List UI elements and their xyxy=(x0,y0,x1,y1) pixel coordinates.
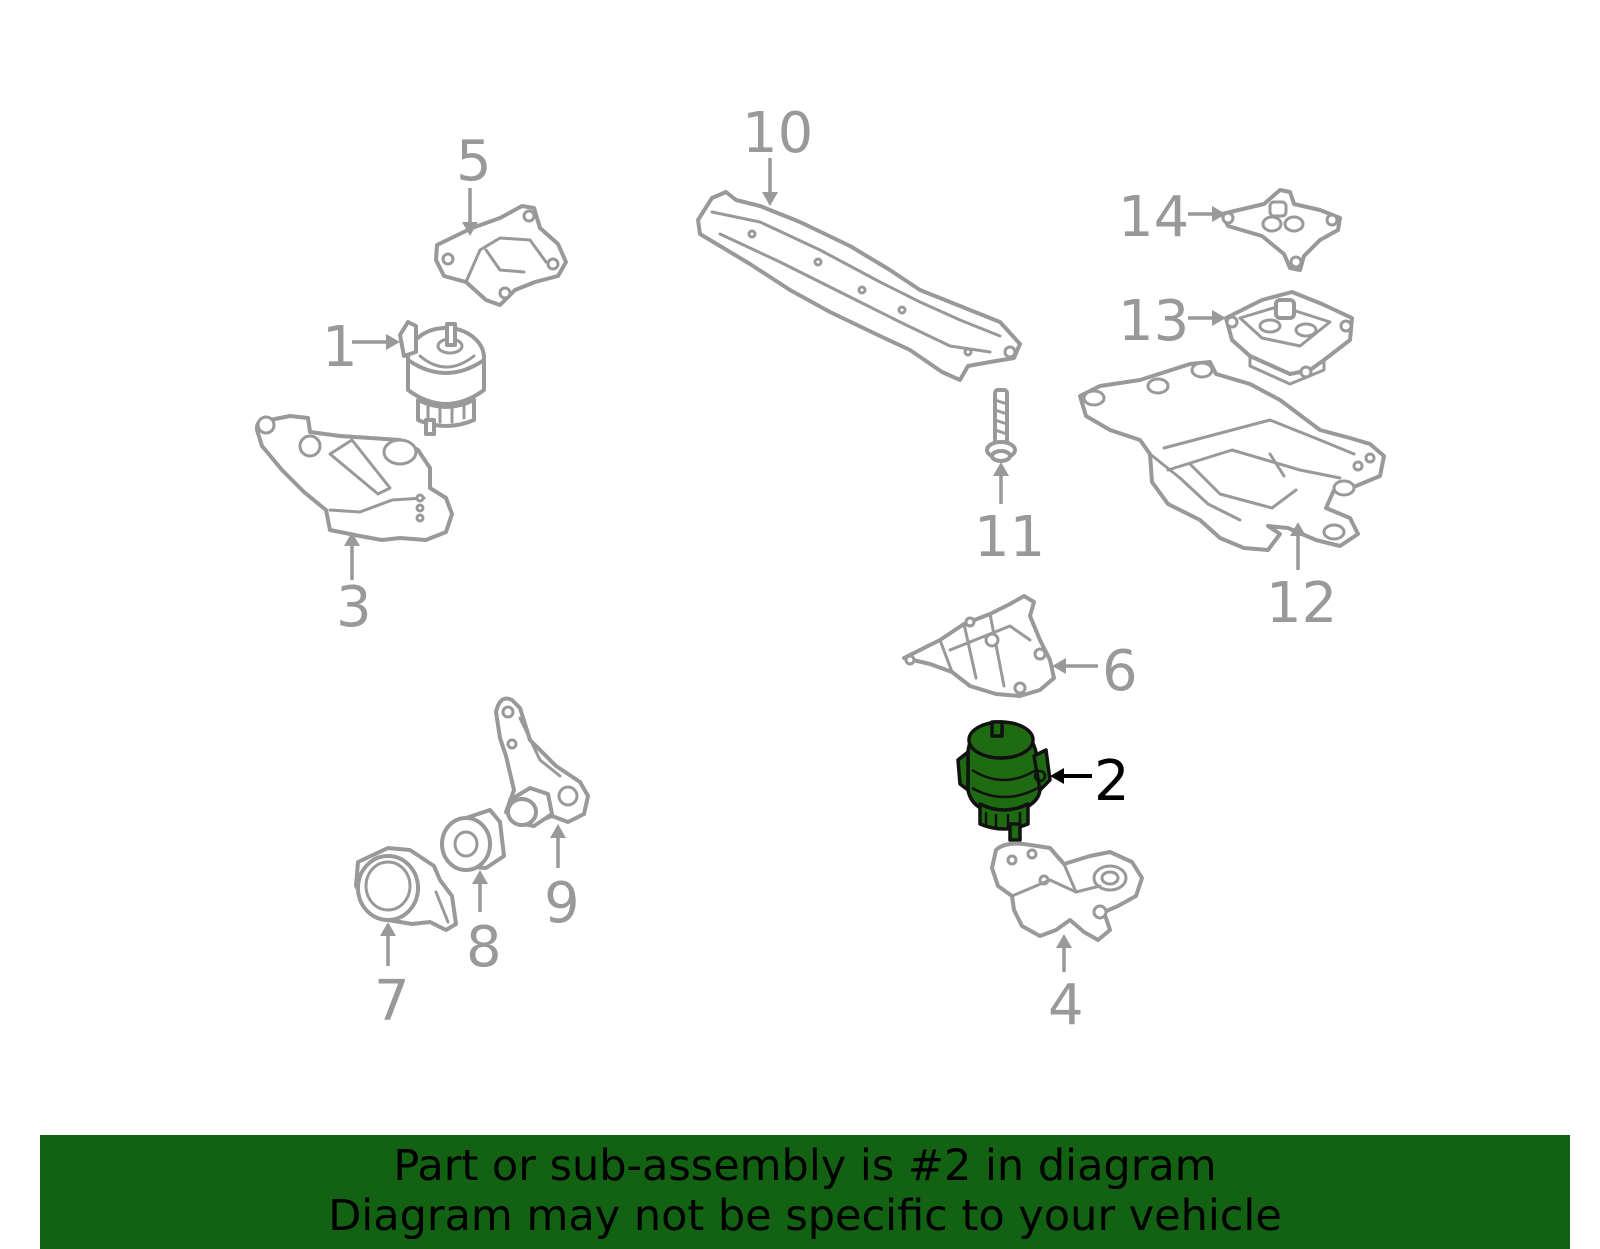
callout-9[interactable]: 9 xyxy=(544,871,580,936)
callout-7[interactable]: 7 xyxy=(374,969,410,1034)
info-banner: Part or sub-assembly is #2 in diagram Di… xyxy=(40,1135,1570,1249)
callout-4[interactable]: 4 xyxy=(1048,973,1084,1038)
part-5-bracket[interactable] xyxy=(434,204,568,307)
callout-12[interactable]: 12 xyxy=(1266,571,1337,636)
callout-10[interactable]: 10 xyxy=(742,101,813,166)
callout-14[interactable]: 14 xyxy=(1118,185,1189,250)
callout-2[interactable]: 2 xyxy=(1094,749,1130,814)
part-12-subframe[interactable] xyxy=(1078,360,1386,552)
part-3-bracket[interactable] xyxy=(254,414,454,542)
callout-8[interactable]: 8 xyxy=(466,915,502,980)
part-10-crossmember[interactable] xyxy=(696,190,1022,382)
callout-11[interactable]: 11 xyxy=(974,505,1045,570)
part-14-plate[interactable] xyxy=(1220,188,1342,272)
part-8-bushing[interactable] xyxy=(440,808,506,872)
callout-5[interactable]: 5 xyxy=(456,129,492,194)
callout-3[interactable]: 3 xyxy=(336,575,372,640)
part-1-engine-mount[interactable] xyxy=(398,320,486,436)
leader-line-2 xyxy=(1050,768,1092,784)
part-11-bolt[interactable] xyxy=(985,388,1017,463)
part-2-engine-mount-highlighted[interactable] xyxy=(956,720,1052,842)
leader-lines xyxy=(344,158,1306,972)
callout-1[interactable]: 1 xyxy=(322,315,358,380)
callout-labels: 1 2 3 4 5 6 7 8 9 10 11 12 13 14 xyxy=(322,101,1337,1038)
part-6-bracket[interactable] xyxy=(902,594,1056,698)
part-13-transmission-mount[interactable] xyxy=(1224,290,1354,386)
callout-13[interactable]: 13 xyxy=(1118,289,1189,354)
banner-line-disclaimer: Diagram may not be specific to your vehi… xyxy=(328,1191,1282,1241)
banner-line-part: Part or sub-assembly is #2 in diagram xyxy=(393,1141,1217,1191)
part-7-mount[interactable] xyxy=(354,846,458,932)
part-4-bracket[interactable] xyxy=(990,841,1144,942)
part-9-bracket[interactable] xyxy=(494,696,590,828)
callout-6[interactable]: 6 xyxy=(1102,639,1138,704)
